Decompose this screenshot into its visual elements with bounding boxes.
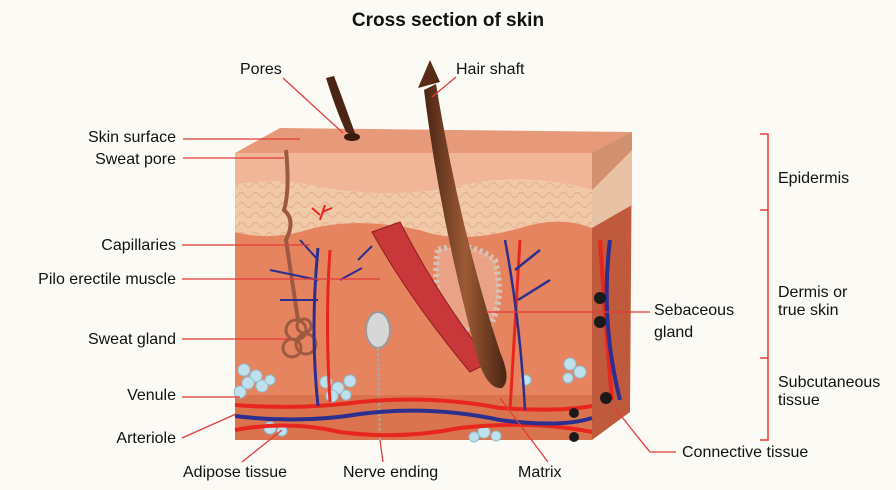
label-skin-surface: Skin surface bbox=[0, 129, 176, 147]
label-matrix: Matrix bbox=[518, 464, 562, 482]
label-hair-shaft: Hair shaft bbox=[456, 61, 524, 79]
label-connective-tissue: Connective tissue bbox=[682, 444, 808, 462]
leader-arteriole bbox=[182, 414, 236, 438]
label-sebaceous-gland: Sebaceous gland bbox=[654, 300, 734, 344]
label-adipose-tissue: Adipose tissue bbox=[183, 464, 287, 482]
label-pores: Pores bbox=[240, 61, 282, 79]
label-venule: Venule bbox=[0, 387, 176, 405]
diagram-title: Cross section of skin bbox=[0, 10, 896, 32]
hair-shaft-top bbox=[418, 60, 440, 88]
label-pilo-erectile-muscle: Pilo erectile muscle bbox=[0, 271, 176, 289]
leader-nerve bbox=[380, 440, 383, 462]
nerve-ending-capsule bbox=[366, 312, 390, 348]
label-epidermis: Epidermis bbox=[778, 170, 849, 188]
pore-hair bbox=[326, 76, 356, 136]
label-subcutaneous: Subcutaneous tissue bbox=[778, 374, 880, 410]
label-arteriole: Arteriole bbox=[0, 430, 176, 448]
label-sweat-pore: Sweat pore bbox=[0, 151, 176, 169]
label-capillaries: Capillaries bbox=[0, 237, 176, 255]
label-sweat-gland: Sweat gland bbox=[0, 331, 176, 349]
label-dermis: Dermis or true skin bbox=[778, 284, 847, 320]
label-nerve-ending: Nerve ending bbox=[343, 464, 438, 482]
layer-bracket bbox=[760, 134, 768, 440]
